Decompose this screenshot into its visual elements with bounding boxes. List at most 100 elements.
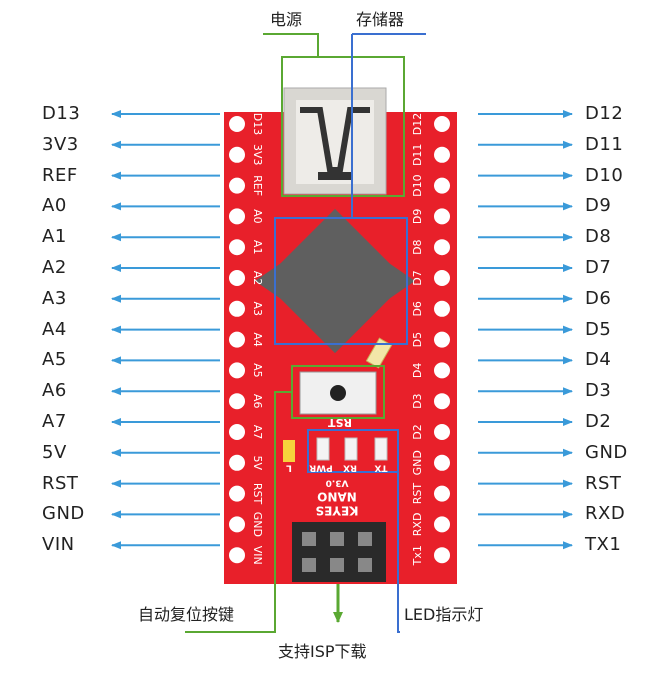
power-label: 电源	[270, 10, 303, 29]
led-row	[283, 437, 388, 462]
left-pin-label: 3V3	[42, 133, 79, 155]
pin-pad	[229, 300, 245, 317]
right-silk-label: D6	[411, 301, 424, 316]
pin-pad	[434, 177, 450, 194]
right-pin-label: RXD	[585, 503, 626, 525]
right-silk-label: D4	[411, 363, 424, 378]
pin-pad	[434, 270, 450, 286]
left-pin-label: A4	[42, 318, 67, 340]
right-pin-label: D5	[585, 318, 612, 340]
pin-pad	[434, 362, 450, 379]
pin-pad	[229, 485, 245, 502]
left-silk-label: A1	[251, 240, 264, 255]
isp-label: 支持ISP下载	[278, 642, 367, 661]
led-silk: RX	[343, 463, 357, 473]
left-silk-label: D13	[251, 113, 264, 135]
right-pin-label: D11	[585, 133, 624, 155]
left-pin-label: REF	[42, 164, 78, 186]
microcontroller-chip	[255, 208, 415, 354]
pin-pad	[229, 177, 245, 194]
right-silk-label: RXD	[411, 513, 424, 537]
left-pin-label: 5V	[42, 441, 67, 463]
pin-pad	[434, 146, 450, 163]
version-silk: V3.0	[326, 478, 349, 488]
left-pin-label: RST	[42, 472, 79, 494]
left-silk-label: RST	[251, 483, 264, 505]
led-silk: L	[286, 463, 292, 473]
pin-pad	[434, 116, 450, 132]
right-silk-label: Tx1	[411, 545, 424, 566]
crystal	[365, 337, 393, 369]
right-silk-label: D7	[411, 270, 424, 285]
left-silk-label: A0	[251, 209, 264, 224]
pin-pad	[434, 331, 450, 348]
storage-label: 存储器	[356, 10, 405, 29]
pin-pad	[434, 547, 450, 564]
pin-pad	[434, 393, 450, 410]
right-pin-label: D10	[585, 164, 624, 186]
right-pin-label: D3	[585, 380, 612, 402]
led-silk: PWR	[309, 463, 333, 473]
right-pin-label: D8	[585, 226, 612, 248]
right-pin-label: D7	[585, 257, 612, 278]
left-silk-label: A7	[251, 425, 264, 440]
reset-button-label: 自动复位按键	[138, 605, 235, 624]
right-pin-label: D9	[585, 195, 612, 217]
left-pin-label: GND	[42, 503, 85, 525]
right-pin-label: D6	[585, 287, 612, 309]
left-silk-label: A4	[251, 332, 264, 347]
right-silk-label: D12	[411, 113, 424, 135]
right-pin-label: D12	[585, 103, 624, 124]
right-silk-label: D10	[411, 174, 424, 196]
usb-connector-icon	[283, 87, 387, 195]
pin-pad	[229, 208, 245, 225]
left-pin-label: A1	[42, 226, 67, 248]
left-silk-label: A3	[251, 302, 264, 317]
right-pin-label: RST	[585, 472, 622, 494]
left-pin-label: A7	[42, 411, 67, 432]
right-silk-label: D8	[411, 239, 424, 254]
left-pin-label: VIN	[42, 534, 75, 556]
right-silk-label: D5	[411, 332, 424, 347]
pin-pad	[229, 547, 245, 564]
pin-pad	[434, 300, 450, 317]
left-silk-label: VIN	[251, 546, 264, 565]
pin-pad	[229, 424, 245, 440]
pin-pad	[229, 116, 245, 132]
pin-pad	[229, 270, 245, 286]
right-pin-label: D2	[585, 411, 612, 432]
pin-pad	[229, 362, 245, 379]
isp-header	[292, 522, 386, 582]
storage-box	[274, 217, 408, 345]
left-silk-label: A2	[251, 271, 264, 286]
led-label: LED指示灯	[404, 605, 484, 624]
brand-silk: KEYES	[315, 504, 358, 518]
right-pin-label: GND	[585, 441, 628, 463]
pin-pad	[229, 146, 245, 163]
pin-pad	[434, 485, 450, 502]
left-silk-label: A5	[251, 363, 264, 378]
right-pin-label: TX1	[585, 534, 622, 556]
pin-pad	[229, 239, 245, 256]
reset-button-icon	[299, 371, 377, 415]
pin-pad	[229, 331, 245, 348]
left-silk-label: GND	[251, 512, 264, 537]
pin-pad	[434, 208, 450, 225]
pin-pad	[434, 454, 450, 471]
pin-pad	[434, 424, 450, 440]
led-silk: TX	[374, 463, 387, 473]
pin-pad	[229, 454, 245, 471]
left-silk-label: A6	[251, 394, 264, 409]
left-pin-label: A3	[42, 287, 67, 309]
model-silk: NANO	[317, 490, 357, 504]
left-pin-label: A6	[42, 380, 67, 402]
left-pin-label: A5	[42, 349, 67, 371]
power-callout	[263, 33, 405, 197]
right-pin-label: D4	[585, 349, 612, 371]
left-pin-label: D13	[42, 103, 81, 124]
pin-pad	[229, 516, 245, 533]
left-pin-label: A0	[42, 195, 67, 217]
right-silk-label: D3	[411, 393, 424, 408]
